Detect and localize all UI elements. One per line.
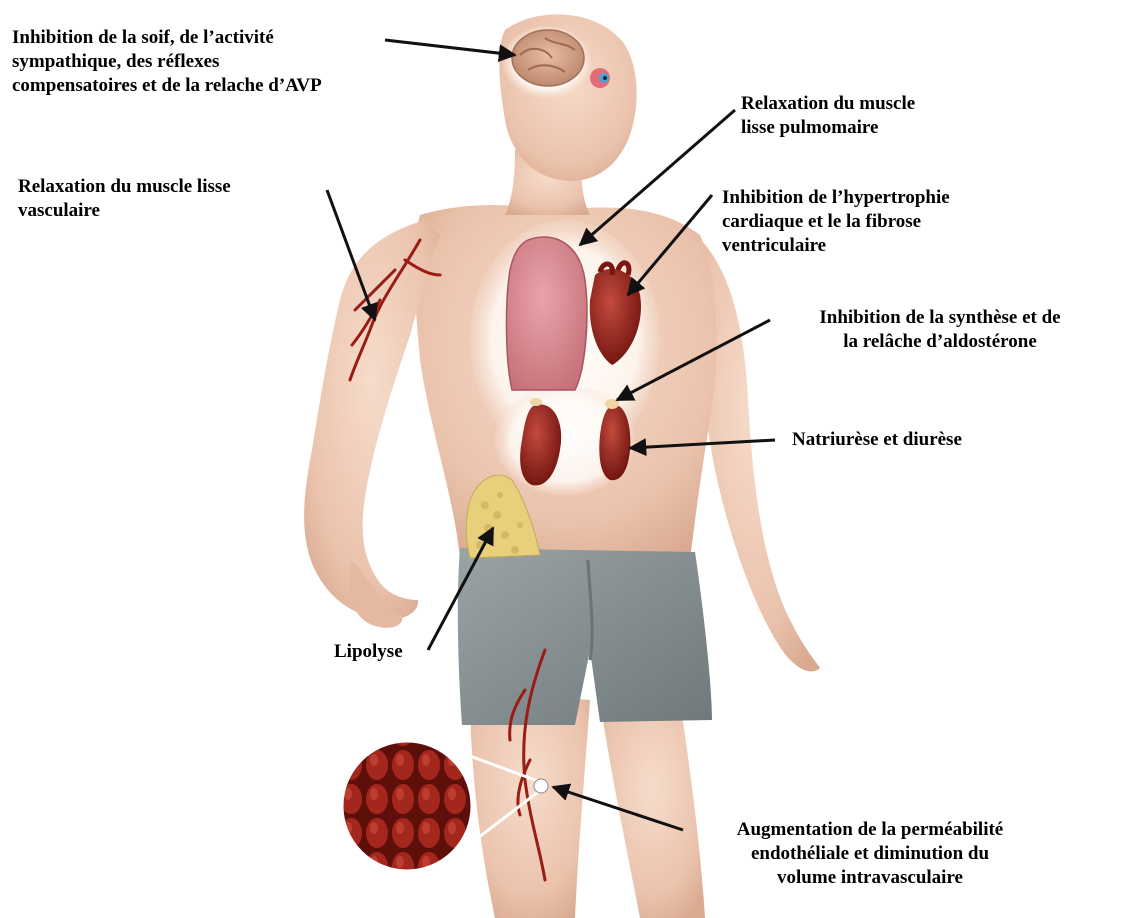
arrow-brain	[385, 40, 515, 55]
adrenal-gland-icon	[605, 399, 619, 409]
label-vascular: Relaxation du muscle lisse vasculaire	[18, 175, 231, 223]
shorts	[458, 548, 712, 725]
label-brain-line-3: compensatoires et de la relache d’AVP	[12, 74, 322, 98]
label-brain-line-2: sympathique, des réflexes	[12, 50, 322, 74]
label-lung-line-1: Relaxation du muscle	[741, 92, 915, 116]
label-lung-line-2: lisse pulmomaire	[741, 116, 915, 140]
label-adrenal-line-1: Inhibition de la synthèse et de	[770, 306, 1110, 330]
left-arm	[304, 220, 440, 628]
label-heart-line-2: cardiaque et le la fibrose	[722, 210, 950, 234]
label-adrenal-line-2: la relâche d’aldostérone	[770, 330, 1110, 354]
label-endothelium-line-2: endothéliale et diminution du	[680, 842, 1060, 866]
label-adrenal: Inhibition de la synthèse et de la relâc…	[770, 306, 1110, 354]
label-vascular-line-2: vasculaire	[18, 199, 231, 223]
label-fat-line-1: Lipolyse	[334, 640, 403, 664]
label-kidney: Natriurèse et diurèse	[792, 428, 962, 452]
label-vascular-line-1: Relaxation du muscle lisse	[18, 175, 231, 199]
label-endothelium-line-1: Augmentation de la perméabilité	[680, 818, 1060, 842]
label-heart-line-1: Inhibition de l’hypertrophie	[722, 186, 950, 210]
label-heart-line-3: ventriculaire	[722, 234, 950, 258]
brain-icon	[512, 30, 584, 86]
label-lung: Relaxation du muscle lisse pulmomaire	[741, 92, 915, 140]
lung-icon	[506, 237, 586, 390]
label-heart: Inhibition de l’hypertrophie cardiaque e…	[722, 186, 950, 258]
label-brain: Inhibition de la soif, de l’activité sym…	[12, 26, 322, 98]
label-kidney-line-1: Natriurèse et diurèse	[792, 428, 962, 452]
label-brain-line-1: Inhibition de la soif, de l’activité	[12, 26, 322, 50]
label-endothelium: Augmentation de la perméabilité endothél…	[680, 818, 1060, 890]
label-fat: Lipolyse	[334, 640, 403, 664]
label-endothelium-line-3: volume intravasculaire	[680, 866, 1060, 890]
